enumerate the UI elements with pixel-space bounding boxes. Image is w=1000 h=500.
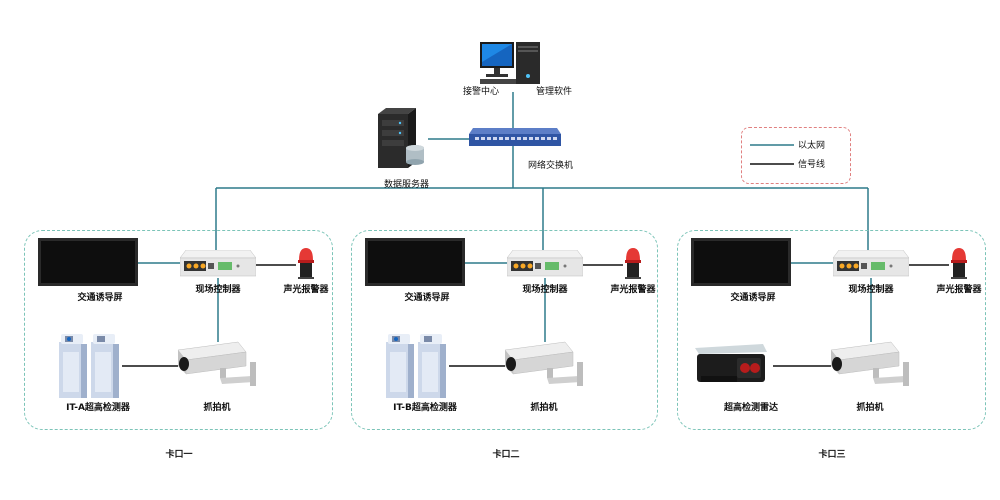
traffic-guidance-screen-icon: [691, 238, 791, 286]
height-detector-icon: [386, 334, 446, 398]
field-controller-icon: [833, 250, 909, 277]
capture-camera-icon: [177, 341, 256, 386]
sound-light-alarm-label: 声光报警器: [936, 285, 982, 295]
height-detector-label: 超高检测雷达: [723, 403, 779, 413]
capture-camera-label: 抓拍机: [856, 403, 884, 413]
traffic-guidance-screen-icon: [365, 238, 465, 286]
traffic-guidance-screen-label: 交通诱导屏: [404, 293, 450, 303]
checkpoint-panel-2: [351, 230, 658, 430]
checkpoint-name: 卡口一: [165, 450, 193, 460]
capture-camera-label: 抓拍机: [530, 403, 558, 413]
field-controller-icon: [180, 250, 256, 277]
legend: 以太网 信号线: [741, 127, 851, 184]
sound-light-alarm-label: 声光报警器: [283, 285, 329, 295]
checkpoint-panel-1: [24, 230, 333, 430]
sound-light-alarm-icon: [298, 248, 314, 279]
checkpoint-panel-3: [677, 230, 986, 430]
legend-signal-label: 信号线: [798, 160, 826, 170]
alarm-center-label: 接警中心: [463, 87, 500, 97]
legend-ethernet-swatch: [750, 144, 794, 146]
capture-camera-label: 抓拍机: [203, 403, 231, 413]
network-switch-icon: [469, 128, 561, 146]
traffic-guidance-screen-icon: [38, 238, 138, 286]
height-detector-label: IT-B超高检测器: [393, 403, 457, 413]
server-icon: [378, 108, 424, 168]
height-radar-icon: [695, 344, 767, 382]
db-server-label: 数据服务器: [384, 180, 430, 190]
management-software-label: 管理软件: [536, 87, 573, 97]
height-detector-icon: [59, 334, 119, 398]
capture-camera-icon: [504, 341, 583, 386]
switch-label: 网络交换机: [528, 161, 574, 171]
field-controller-label: 现场控制器: [522, 285, 568, 295]
legend-ethernet-label: 以太网: [798, 141, 826, 151]
legend-signal-swatch: [750, 163, 794, 165]
field-controller-label: 现场控制器: [195, 285, 241, 295]
traffic-guidance-screen-label: 交通诱导屏: [730, 293, 776, 303]
field-controller-label: 现场控制器: [848, 285, 894, 295]
sound-light-alarm-icon: [625, 248, 641, 279]
checkpoint-name: 卡口二: [492, 450, 520, 460]
traffic-guidance-screen-label: 交通诱导屏: [77, 293, 123, 303]
capture-camera-icon: [830, 341, 909, 386]
checkpoint-name: 卡口三: [818, 450, 846, 460]
height-detector-label: IT-A超高检测器: [66, 403, 130, 413]
computer-icon: [480, 42, 540, 84]
sound-light-alarm-label: 声光报警器: [610, 285, 656, 295]
sound-light-alarm-icon: [951, 248, 967, 279]
field-controller-icon: [507, 250, 583, 277]
